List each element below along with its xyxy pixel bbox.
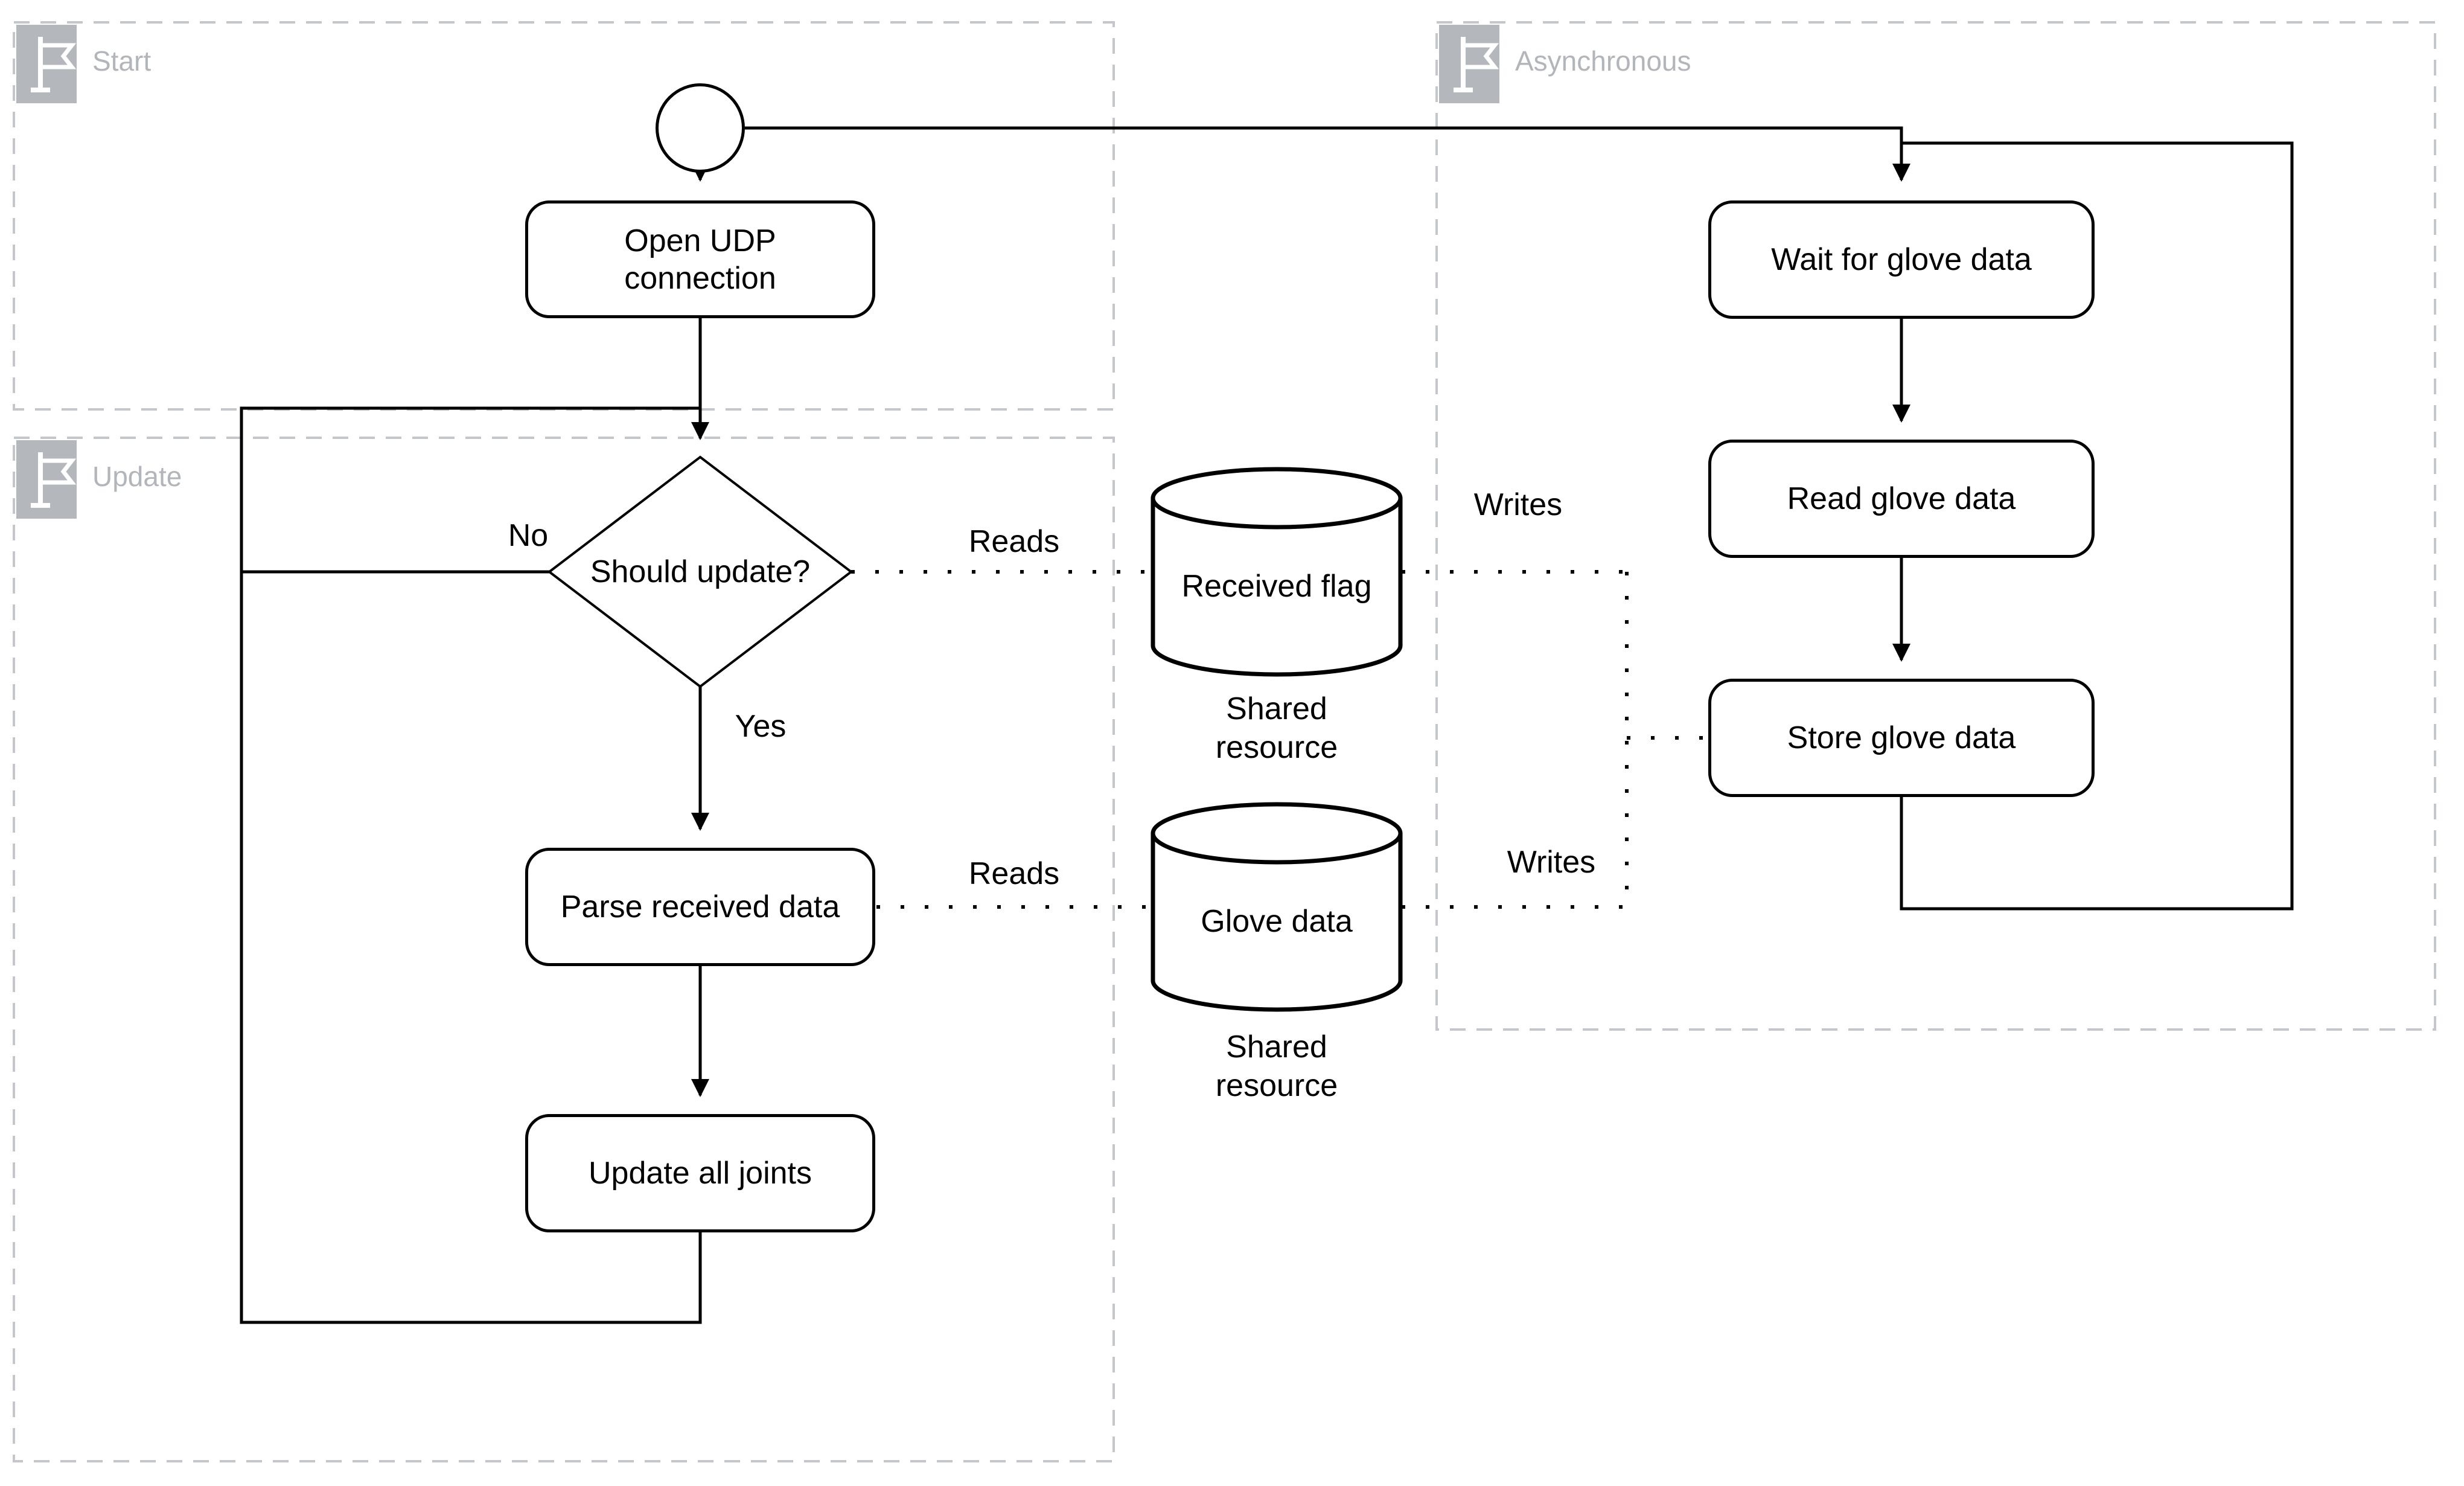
edge-label-yes: Yes	[735, 709, 787, 744]
received-flag-caption: Shared resource	[1215, 691, 1338, 765]
update-all-joints-node[interactable]: Update all joints	[525, 1114, 875, 1232]
edge-label-writes-data: Writes	[1507, 845, 1596, 880]
start-group[interactable]: Start	[14, 22, 1114, 409]
update-all-joints-label: Update all joints	[589, 1156, 812, 1191]
decision-diamond-shape[interactable]	[547, 455, 854, 688]
glove-data-cylinder-shape[interactable]	[1151, 802, 1403, 1012]
start-group-title: Start	[92, 45, 152, 77]
edge-store-loopback[interactable]	[1900, 141, 2294, 911]
edge-label-reads-data: Reads	[968, 856, 1060, 891]
parse-received-node[interactable]: Parse received data	[525, 848, 875, 966]
async-group-flag-badge	[1439, 25, 1499, 103]
start-group-flag-badge	[16, 25, 77, 103]
flag-icon	[1454, 37, 1499, 92]
update-group-flag-badge	[16, 440, 77, 519]
decision-diamond-label: Should update?	[590, 554, 811, 589]
update-group-title: Update	[92, 461, 182, 492]
received-flag-cylinder-shape[interactable]	[1151, 467, 1403, 677]
read-glove-node[interactable]: Read glove data	[1708, 440, 2095, 558]
flag-icon	[31, 452, 77, 508]
async-group-title: Asynchronous	[1515, 45, 1691, 77]
store-glove-node[interactable]: Store glove data	[1708, 679, 2095, 797]
async-group-border[interactable]	[1435, 21, 2436, 1031]
update-group[interactable]: Update	[14, 438, 1114, 1461]
flag-icon	[31, 37, 77, 92]
open-udp-label-line1: Open UDP	[624, 223, 776, 258]
open-udp-node[interactable]: Open UDP connection	[525, 200, 875, 318]
edge-start-to-wait[interactable]	[745, 126, 1910, 182]
wait-glove-label: Wait for glove data	[1771, 242, 2032, 277]
store-glove-label: Store glove data	[1787, 720, 2016, 755]
read-glove-label: Read glove data	[1787, 481, 2016, 516]
wait-glove-node[interactable]: Wait for glove data	[1708, 200, 2095, 319]
edge-label-writes-flag: Writes	[1473, 487, 1563, 522]
start-circle-node[interactable]	[656, 83, 745, 173]
glove-data-caption: Shared resource	[1215, 1030, 1338, 1103]
async-group[interactable]: Asynchronous	[1437, 22, 2435, 1030]
received-flag-label: Received flag	[1181, 569, 1372, 604]
edge-updatejoints-loopback[interactable]	[240, 406, 702, 1324]
edge-label-no: No	[508, 518, 549, 553]
open-udp-label-line2: connection	[624, 260, 776, 296]
glove-data-label: Glove data	[1201, 904, 1353, 939]
parse-received-label: Parse received data	[560, 889, 840, 924]
edge-label-reads-flag: Reads	[968, 524, 1060, 559]
